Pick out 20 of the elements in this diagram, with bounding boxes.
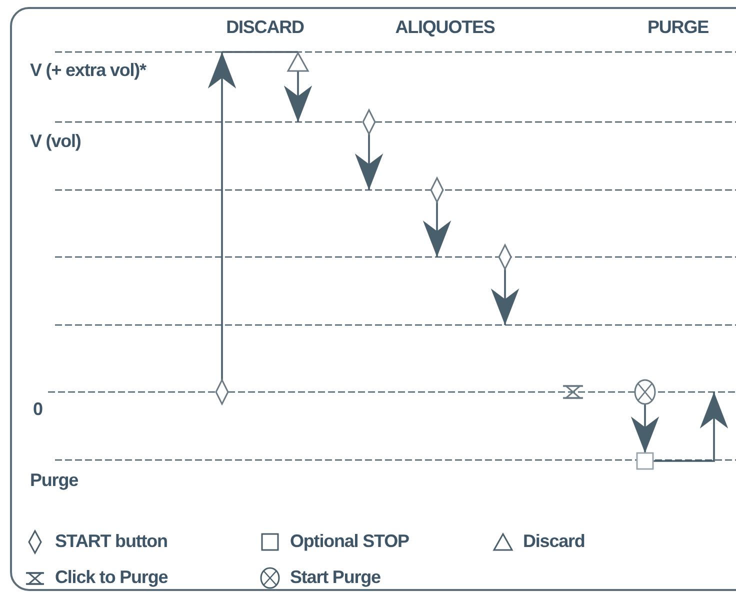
phase-heading: ALIQUOTES [395, 17, 495, 37]
phase-heading: PURGE [648, 17, 708, 37]
level-label: V (vol) [30, 131, 81, 151]
triangle-marker [288, 53, 308, 71]
legend-text: Optional STOP [290, 531, 409, 551]
legend-text: Start Purge [290, 567, 380, 587]
level-label: Purge [30, 470, 78, 490]
legend-text: Discard [523, 531, 585, 551]
circled-x-marker [635, 380, 655, 404]
legend-text: Click to Purge [55, 567, 168, 587]
level-label: 0 [33, 399, 42, 419]
diamond-marker [499, 245, 511, 269]
diamond-marker [216, 380, 228, 404]
phase-heading: DISCARD [226, 17, 304, 37]
hourglass-marker [563, 386, 583, 398]
level-label: V (+ extra vol)* [30, 60, 146, 80]
diamond-marker [431, 178, 443, 202]
square-marker [637, 453, 653, 469]
diamond-marker [363, 110, 375, 134]
legend-text: START button [55, 531, 168, 551]
